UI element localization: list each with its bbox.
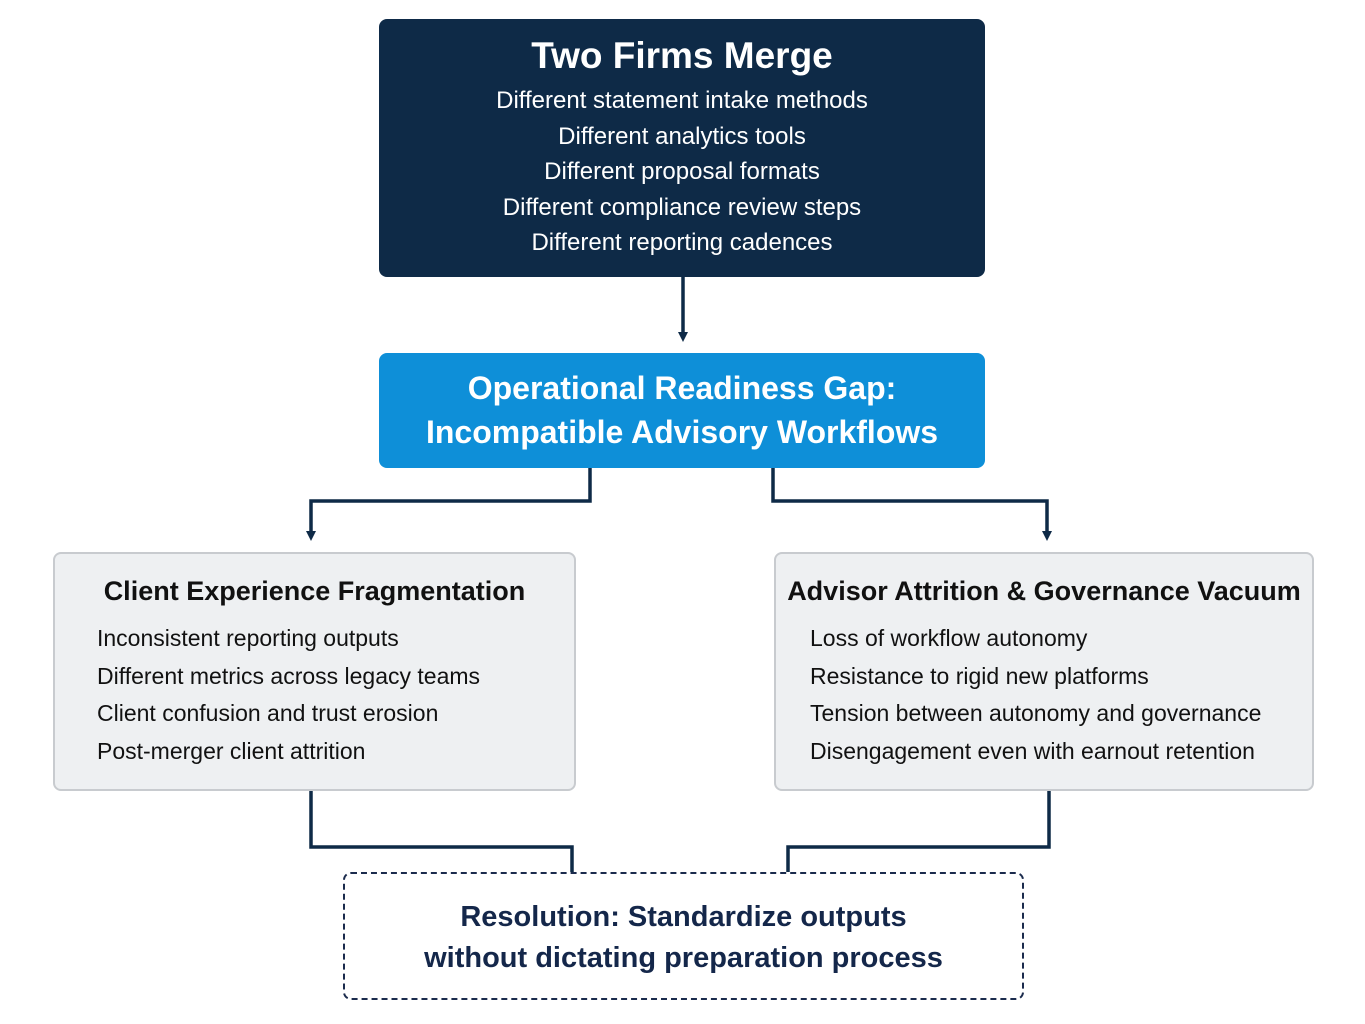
resolution-box: Resolution: Standardize outputs without …	[343, 872, 1024, 1000]
client-experience-item: Different metrics across legacy teams	[97, 662, 481, 689]
merge-box-line: Different proposal formats	[544, 158, 820, 185]
merge-box-line: Different reporting cadences	[531, 229, 833, 256]
advisor-attrition-title: Advisor Attrition & Governance Vacuum	[787, 576, 1301, 606]
arrow-middle-to-left	[306, 468, 592, 541]
merge-box-title: Two Firms Merge	[531, 35, 833, 76]
client-experience-list: Inconsistent reporting outputs Different…	[55, 620, 574, 770]
advisor-attrition-item: Loss of workflow autonomy	[810, 625, 1088, 651]
readiness-gap-title-line2: Incompatible Advisory Workflows	[425, 414, 939, 450]
advisor-attrition-box: Advisor Attrition & Governance Vacuum Lo…	[774, 552, 1314, 791]
connector-right-to-bottom	[786, 791, 1051, 872]
advisor-attrition-item: Disengagement even with earnout retentio…	[810, 737, 1255, 764]
advisor-attrition-item: Resistance to rigid new platforms	[810, 662, 1149, 689]
arrow-middle-to-right	[771, 468, 1052, 541]
merge-box-line: Different analytics tools	[558, 122, 806, 150]
advisor-attrition-item: Tension between autonomy and governance	[810, 700, 1262, 726]
resolution-title-line1: Resolution: Standardize outputs	[460, 901, 907, 933]
readiness-gap-box: Operational Readiness Gap: Incompatible …	[379, 353, 985, 468]
connector-left-to-bottom	[309, 791, 574, 872]
readiness-gap-title-line1: Operational Readiness Gap:	[467, 370, 897, 406]
resolution-title-line2: without dictating preparation process	[424, 942, 943, 974]
merge-box-line: Different statement intake methods	[496, 87, 868, 114]
merge-box: Two Firms Merge Different statement inta…	[379, 19, 985, 277]
client-experience-item: Client confusion and trust erosion	[97, 700, 439, 726]
merge-box-line: Different compliance review steps	[502, 193, 862, 221]
advisor-attrition-list: Loss of workflow autonomy Resistance to …	[776, 620, 1312, 770]
client-experience-item: Post-merger client attrition	[97, 737, 366, 764]
client-experience-box: Client Experience Fragmentation Inconsis…	[53, 552, 576, 791]
client-experience-item: Inconsistent reporting outputs	[97, 625, 399, 651]
client-experience-title: Client Experience Fragmentation	[103, 576, 526, 606]
